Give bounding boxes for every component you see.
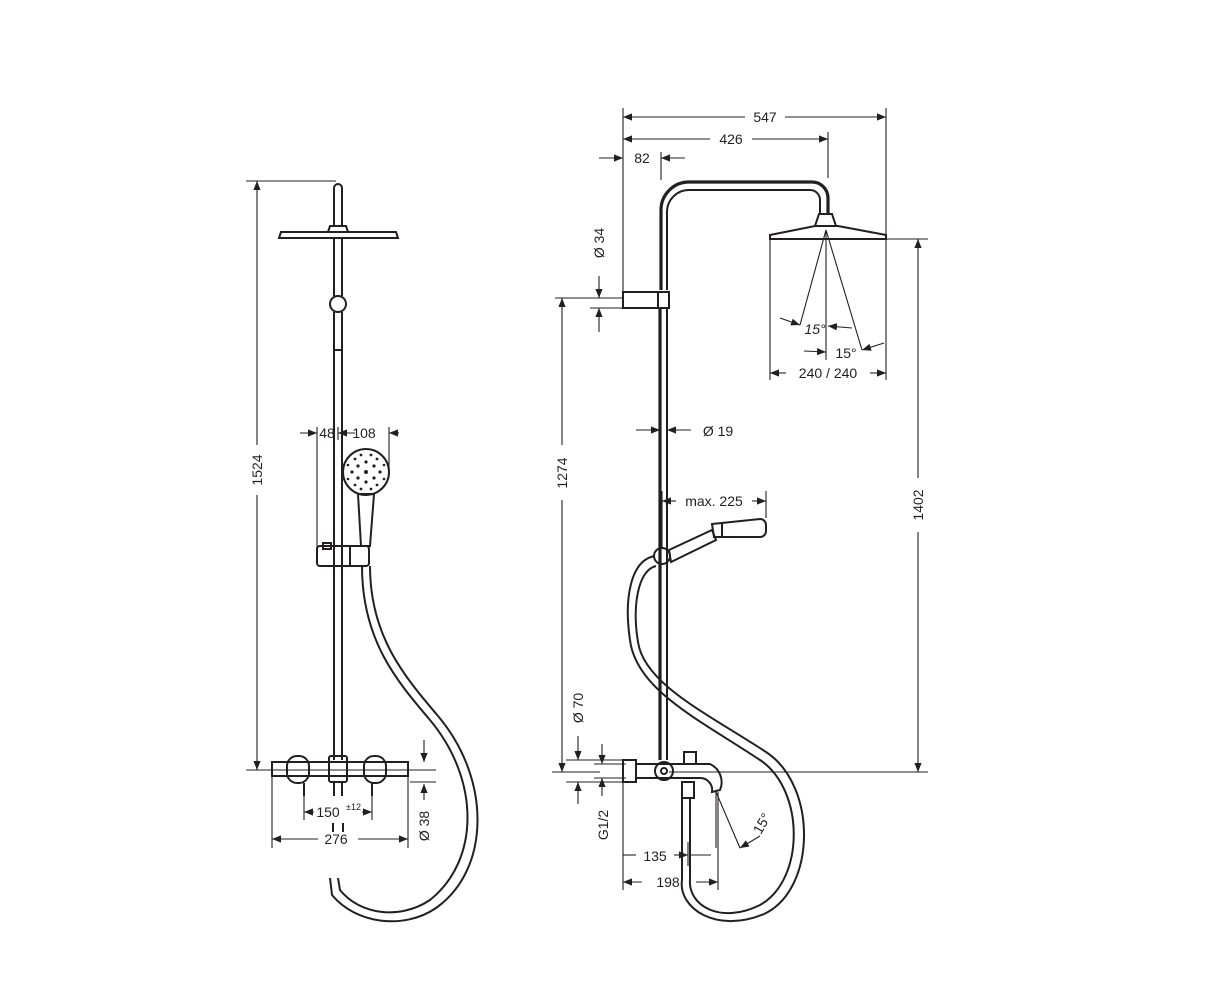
dim-tube-upper-diameter: Ø 34 (591, 228, 607, 259)
dim-holder-offset: 48 (319, 425, 335, 441)
side-spout-angle-arrow (739, 835, 761, 849)
side-head-angle-b: 15° (835, 345, 856, 361)
side-angle-a-arrow-left (779, 317, 801, 326)
dim-projection-total: 547 (753, 109, 777, 125)
front-holder-knob (322, 542, 332, 550)
side-spout-angle: 15° (749, 810, 773, 836)
front-overhead-shower (277, 231, 400, 239)
dim-spout-projection-short: 135 (643, 848, 667, 864)
front-handshower-grip (356, 493, 376, 547)
front-diverter (328, 755, 348, 783)
side-spray-line-1 (799, 229, 827, 326)
dim-handshower-width: 108 (352, 425, 376, 441)
front-view: 1524 48 108 150 ±12 276 Ø 38 (246, 180, 479, 923)
dim-spout-projection-long: 198 (656, 874, 680, 890)
dim-height-total: 1524 (249, 454, 265, 485)
dim-connection-thread: G1/2 (595, 810, 611, 841)
front-handshower-holder (316, 545, 370, 567)
side-spout-angle-line (715, 791, 741, 849)
side-angle-b-arrow-left (803, 347, 827, 356)
side-handshower-head (710, 517, 767, 538)
dim-head-height: 1402 (910, 489, 926, 520)
dim-centres: 150 (316, 804, 340, 820)
dim-150-bg (314, 803, 362, 817)
side-arm-inner (666, 189, 821, 290)
dim-wall-offset: 82 (634, 150, 650, 166)
side-view: 15° 15° 547 426 (552, 108, 928, 923)
side-wall-bracket (622, 291, 670, 309)
side-head-angle-a: 15° (804, 321, 826, 337)
front-mixer-body (271, 761, 409, 777)
dim-mixer-width: 276 (324, 831, 348, 847)
side-knob (654, 761, 674, 781)
dim-holder-height: 1274 (554, 457, 570, 488)
dim-outlet-diameter: Ø 38 (416, 811, 432, 842)
dim-escutcheon-diameter: Ø 70 (570, 693, 586, 724)
side-knob-centre (660, 767, 668, 775)
side-handshower-grip (667, 528, 718, 564)
dim-handshower-reach: max. 225 (685, 493, 743, 509)
side-escutcheon (622, 759, 637, 783)
dim-head-size: 240 / 240 (799, 365, 858, 381)
side-diverter (683, 751, 697, 765)
dim-arm-projection: 426 (719, 131, 743, 147)
dim-centres-tolerance: ±12 (346, 802, 361, 812)
side-hose-connector (681, 781, 695, 799)
front-handshower-nozzles (346, 453, 386, 491)
dim-tube-lower-diameter: Ø 19 (703, 423, 734, 439)
side-hose-outer (626, 555, 795, 915)
front-arm-top (333, 183, 343, 226)
side-spout (635, 763, 723, 794)
side-hose-inner (634, 565, 805, 923)
front-tube-joint (329, 295, 347, 313)
side-angle-b-arrow-right (861, 342, 885, 351)
side-arm-outer (659, 180, 830, 290)
front-hose-inner (329, 565, 479, 923)
front-hose-outer (337, 565, 469, 914)
side-spray-line-3 (825, 229, 863, 351)
side-head-mount (813, 213, 838, 227)
side-angle-a-arrow-right (827, 323, 853, 331)
